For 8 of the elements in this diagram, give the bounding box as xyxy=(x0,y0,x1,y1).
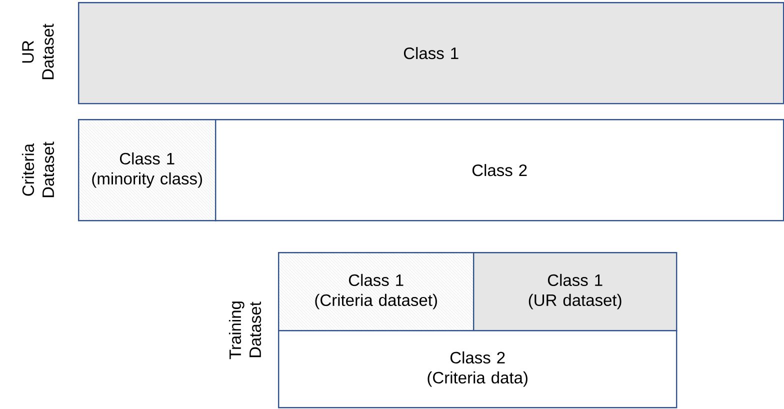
class-cell: Class 1 xyxy=(78,2,784,104)
class-cell: Class 1 (UR dataset) xyxy=(473,252,678,332)
row-label: UR Dataset xyxy=(22,24,54,80)
class-cell: Class 2 (Criteria data) xyxy=(278,330,678,408)
row-label: Training Dataset xyxy=(228,302,262,360)
class-cell: Class 1 (minority class) xyxy=(78,119,216,222)
row-label: Criteria Dataset xyxy=(22,142,54,198)
class-cell: Class 2 xyxy=(215,119,784,222)
